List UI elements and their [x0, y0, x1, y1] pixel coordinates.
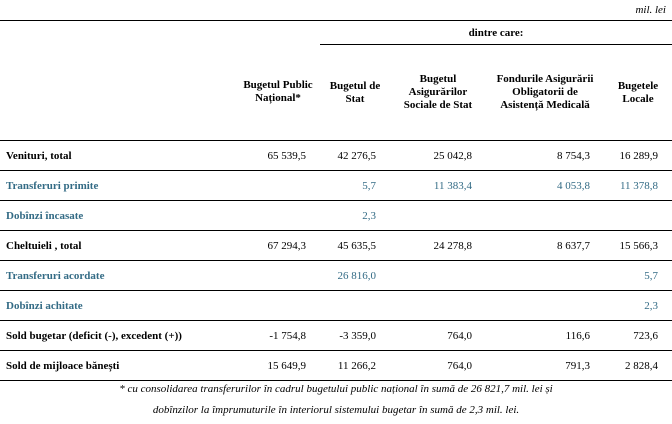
unit-label: mil. lei [635, 4, 666, 16]
cell-value: 723,6 [604, 320, 672, 351]
table-row: Venituri, total 65 539,5 42 276,5 25 042… [0, 141, 672, 171]
cell-value: 67 294,3 [236, 230, 320, 261]
table-row: Dobînzi achitate 2,3 [0, 290, 672, 321]
cell-value: 764,0 [390, 320, 486, 351]
cell-value: 11 266,2 [320, 350, 390, 381]
col-header-bugetul-public-national: Bugetul Public Național* [243, 79, 313, 105]
cell-value: -1 754,8 [236, 320, 320, 351]
row-label: Sold de mijloace bănești [0, 350, 236, 381]
cell-value [236, 290, 320, 321]
cell-value: 24 278,8 [390, 230, 486, 261]
cell-value: 11 378,8 [604, 170, 672, 201]
cell-value: 11 383,4 [390, 170, 486, 201]
table-row: Cheltuieli , total 67 294,3 45 635,5 24 … [0, 230, 672, 261]
cell-value: 116,6 [486, 320, 604, 351]
cell-value [320, 290, 390, 321]
table-row: Transferuri primite 5,7 11 383,4 4 053,8… [0, 170, 672, 201]
col-header-bugetul-de-stat: Bugetul de Stat [329, 79, 381, 105]
cell-value [486, 200, 604, 231]
cell-value: 2,3 [604, 290, 672, 321]
cell-value: 4 053,8 [486, 170, 604, 201]
cell-value: 8 754,3 [486, 141, 604, 171]
cell-value [390, 200, 486, 231]
table-row: Dobînzi încasate 2,3 [0, 200, 672, 231]
footnote-line-2: dobînzilor la împrumuturile în interioru… [152, 404, 520, 416]
row-label: Cheltuieli , total [0, 230, 236, 261]
cell-value: -3 359,0 [320, 320, 390, 351]
row-label: Dobînzi achitate [0, 290, 236, 321]
col-header-bugetele-locale: Bugetele Locale [617, 79, 659, 105]
cell-value: 791,3 [486, 350, 604, 381]
cell-value: 8 637,7 [486, 230, 604, 261]
footnote-line-1: * cu consolidarea transferurilor în cadr… [119, 383, 553, 395]
cell-value: 2 828,4 [604, 350, 672, 381]
row-label: Dobînzi încasate [0, 200, 236, 231]
cell-value: 16 289,9 [604, 141, 672, 171]
cell-value: 15 649,9 [236, 350, 320, 381]
cell-value [236, 260, 320, 291]
group-header: dintre care: [320, 21, 672, 45]
table-row: Transferuri acordate 26 816,0 5,7 [0, 260, 672, 291]
cell-value: 26 816,0 [320, 260, 390, 291]
cell-value [390, 290, 486, 321]
cell-value: 15 566,3 [604, 230, 672, 261]
cell-value [486, 260, 604, 291]
cell-value [486, 290, 604, 321]
cell-value: 764,0 [390, 350, 486, 381]
cell-value [236, 200, 320, 231]
cell-value: 5,7 [604, 260, 672, 291]
cell-value: 42 276,5 [320, 141, 390, 171]
cell-value [236, 170, 320, 201]
row-label: Transferuri acordate [0, 260, 236, 291]
col-header-bass: Bugetul Asigurărilor Sociale de Stat [403, 73, 473, 111]
budget-table: dintre care: Bugetul Public Național* Bu… [0, 20, 672, 381]
cell-value [390, 260, 486, 291]
table-row: Sold de mijloace bănești 15 649,9 11 266… [0, 350, 672, 381]
cell-value: 25 042,8 [390, 141, 486, 171]
row-label: Sold bugetar (deficit (-), excedent (+)) [0, 320, 236, 351]
cell-value: 2,3 [320, 200, 390, 231]
cell-value: 5,7 [320, 170, 390, 201]
row-label: Transferuri primite [0, 170, 236, 201]
cell-value: 65 539,5 [236, 141, 320, 171]
table-row: Sold bugetar (deficit (-), excedent (+))… [0, 320, 672, 351]
cell-value: 45 635,5 [320, 230, 390, 261]
col-header-faoam: Fondurile Asigurării Obligatorii de Asis… [496, 73, 594, 111]
row-label: Venituri, total [0, 141, 236, 171]
cell-value [604, 200, 672, 231]
